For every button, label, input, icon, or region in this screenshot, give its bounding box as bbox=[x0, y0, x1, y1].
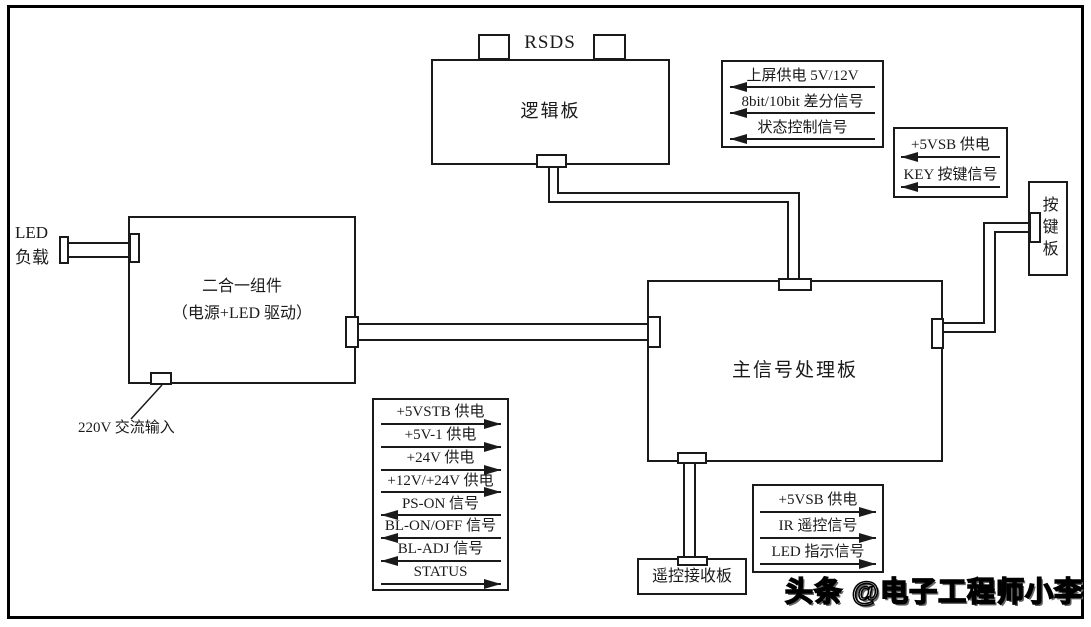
cable-led-load bbox=[68, 242, 131, 258]
main-bottom-connector bbox=[677, 452, 707, 464]
arrow-left-icon bbox=[901, 151, 1000, 162]
arrow-right-icon bbox=[380, 487, 501, 498]
signal-label: +24V 供电 bbox=[406, 449, 475, 466]
signal-label: +5VSB 供电 bbox=[911, 136, 990, 153]
arrow-right-icon bbox=[380, 578, 501, 589]
signal-label: 上屏供电 5V/12V bbox=[746, 67, 859, 84]
cable-combo-to-main bbox=[356, 323, 652, 341]
logic-board: 逻辑板 bbox=[431, 59, 670, 165]
logic-top-connector-2 bbox=[593, 34, 626, 60]
combo-bottom-connector bbox=[150, 372, 172, 385]
signal-label: LED 指示信号 bbox=[771, 544, 865, 561]
signal-row: +5VSB 供电 bbox=[758, 489, 878, 517]
signal-row: 上屏供电 5V/12V bbox=[727, 65, 878, 93]
signal-row: 8bit/10bit 差分信号 bbox=[727, 91, 878, 119]
main-board-label: 主信号处理板 bbox=[731, 359, 858, 381]
signal-row: +5VSB 供电 bbox=[899, 132, 1002, 163]
arrow-left-icon bbox=[730, 134, 875, 145]
signal-row: +12V/+24V 供电 bbox=[378, 472, 503, 498]
signal-label: +12V/+24V 供电 bbox=[387, 472, 494, 489]
signal-label: BL-ADJ 信号 bbox=[397, 541, 484, 558]
arrow-left-icon bbox=[901, 182, 1000, 193]
signal-row: 状态控制信号 bbox=[727, 117, 878, 145]
cable-main-to-key bbox=[943, 222, 1030, 333]
combo-left-connector bbox=[129, 233, 140, 263]
signal-row: KEY 按键信号 bbox=[899, 163, 1002, 194]
arrow-left-icon bbox=[730, 82, 875, 93]
key-left-connector bbox=[1029, 212, 1041, 243]
signal-label: BL-ON/OFF 信号 bbox=[384, 518, 497, 535]
signal-row: LED 指示信号 bbox=[758, 542, 878, 570]
signal-label: +5VSB 供电 bbox=[778, 491, 858, 508]
signal-box-panel-supply: 上屏供电 5V/12V 8bit/10bit 差分信号状态控制信号 bbox=[721, 60, 884, 148]
signal-row: BL-ADJ 信号 bbox=[378, 540, 503, 567]
signal-label: 状态控制信号 bbox=[757, 119, 848, 136]
signal-label: STATUS bbox=[413, 564, 468, 581]
cable-logic-to-main bbox=[548, 166, 800, 281]
cable-main-to-remote bbox=[683, 462, 696, 558]
signal-row: +5V-1 供电 bbox=[378, 426, 503, 452]
led-load-label-line2: 负载 bbox=[15, 247, 49, 267]
remote-top-connector bbox=[677, 556, 708, 566]
signal-label: 8bit/10bit 差分信号 bbox=[741, 93, 864, 110]
led-load-label-line1: LED bbox=[15, 223, 49, 242]
arrow-right-icon bbox=[760, 559, 876, 570]
main-top-connector bbox=[778, 278, 812, 291]
logic-top-connector-1 bbox=[478, 34, 510, 60]
signal-box-key-signals: +5VSB 供电 KEY 按键信号 bbox=[893, 127, 1008, 198]
arrow-left-icon bbox=[380, 510, 501, 521]
ac-input-pointer-line bbox=[130, 384, 163, 420]
power-led-driver-board: 二合一组件 （电源+LED 驱动） bbox=[128, 216, 356, 384]
diagram-frame bbox=[7, 5, 1084, 619]
signal-label: IR 遥控信号 bbox=[778, 518, 858, 535]
combo-right-connector bbox=[345, 316, 359, 348]
signal-row: BL-ON/OFF 信号 bbox=[378, 517, 503, 544]
arrow-right-icon bbox=[380, 464, 501, 475]
combo-board-label-line1: 二合一组件 bbox=[201, 277, 282, 295]
arrow-right-icon bbox=[760, 532, 876, 543]
rsds-label: RSDS bbox=[524, 32, 576, 53]
signal-label: PS-ON 信号 bbox=[401, 495, 480, 512]
led-load-connector bbox=[59, 236, 69, 264]
arrow-right-icon bbox=[380, 441, 501, 452]
signal-row: +5VSTB 供电 bbox=[378, 403, 503, 429]
arrow-right-icon bbox=[380, 418, 501, 429]
main-right-connector bbox=[931, 318, 944, 349]
combo-board-label-line2: （电源+LED 驱动） bbox=[171, 305, 313, 322]
watermark: 头条 @电子工程师小李 bbox=[784, 575, 1084, 608]
main-left-connector bbox=[647, 316, 661, 348]
signal-box-remote-signals: +5VSB 供电 IR 遥控信号 LED 指示信号 bbox=[752, 484, 884, 573]
arrow-left-icon bbox=[380, 533, 501, 544]
arrow-right-icon bbox=[760, 506, 876, 517]
remote-board-label: 遥控接收板 bbox=[651, 567, 732, 585]
arrow-left-icon bbox=[730, 108, 875, 119]
signal-row: +24V 供电 bbox=[378, 449, 503, 475]
key-board-label: 按键板 bbox=[1039, 195, 1057, 262]
signal-row: IR 遥控信号 bbox=[758, 515, 878, 543]
signal-label: KEY 按键信号 bbox=[903, 167, 998, 184]
signal-label: +5VSTB 供电 bbox=[396, 404, 485, 421]
arrow-left-icon bbox=[380, 556, 501, 567]
signal-box-power-signals: +5VSTB 供电 +5V-1 供电 +24V 供电 +12V/+24V 供电 PS-O… bbox=[372, 398, 509, 591]
signal-row: STATUS bbox=[378, 563, 503, 589]
logic-bottom-connector bbox=[536, 154, 567, 168]
logic-board-label: 逻辑板 bbox=[520, 101, 581, 122]
ac-input-label: 220V 交流输入 bbox=[78, 420, 175, 436]
led-load-label: LED 负载 bbox=[15, 221, 49, 270]
main-signal-board: 主信号处理板 bbox=[647, 280, 943, 462]
signal-row: PS-ON 信号 bbox=[378, 495, 503, 521]
signal-label: +5V-1 供电 bbox=[404, 426, 477, 443]
